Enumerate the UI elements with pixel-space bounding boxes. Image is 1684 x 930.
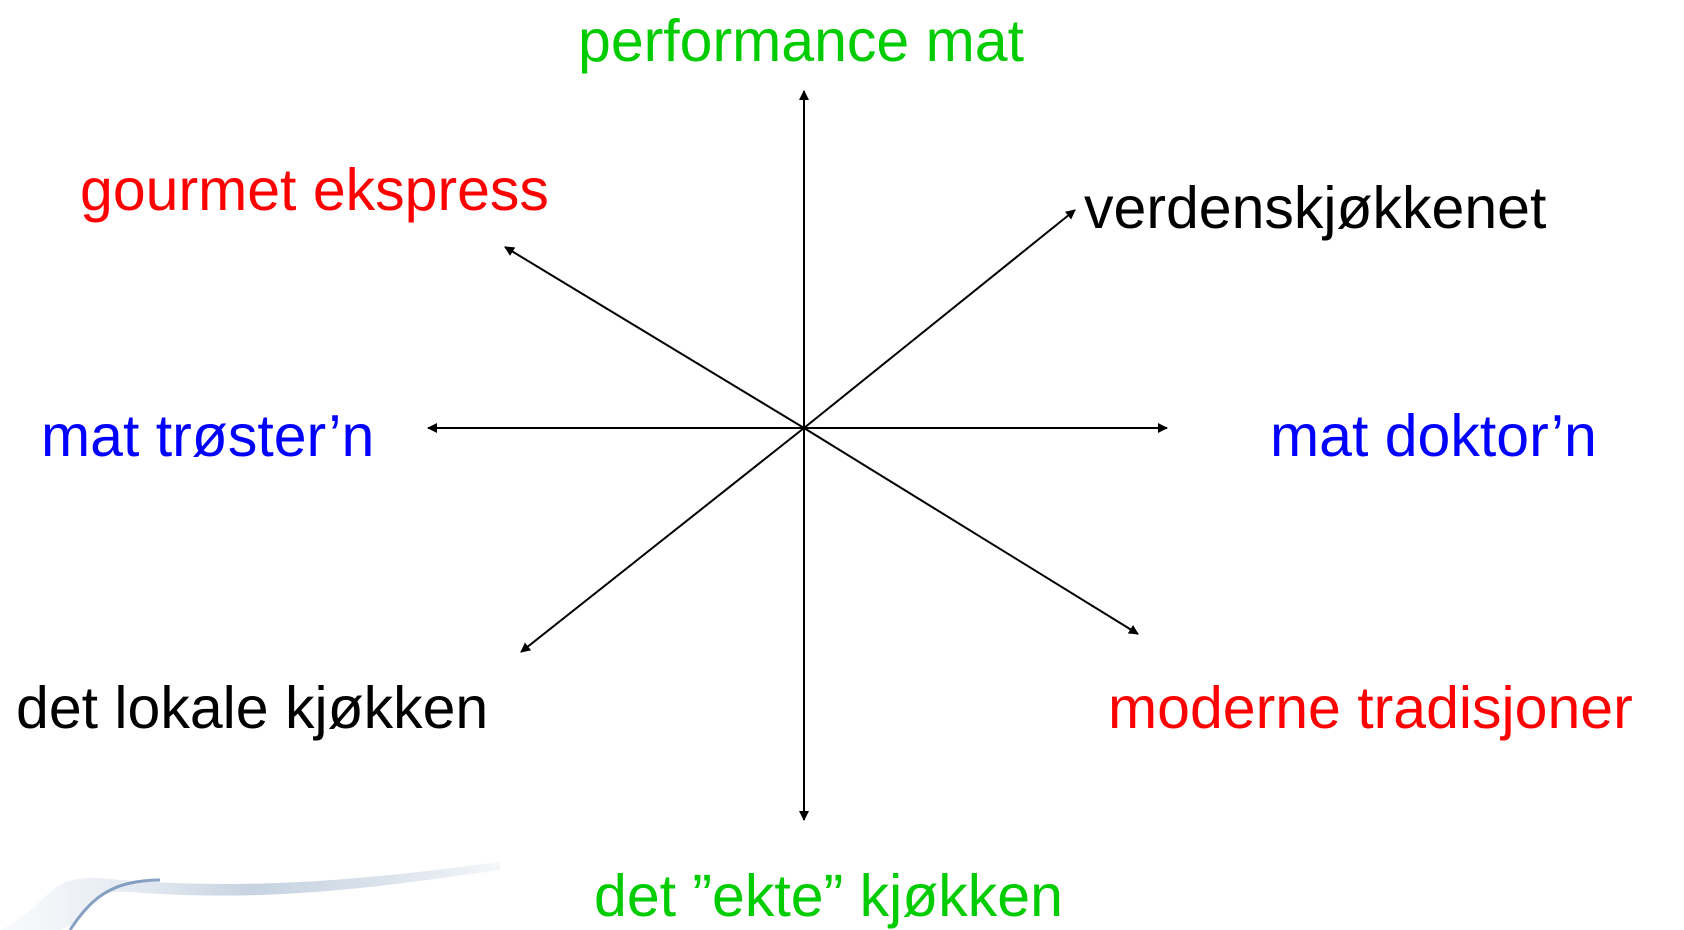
label-performance-mat: performance mat [578,8,1024,74]
label-mat-doktor: mat doktor’n [1270,403,1597,469]
decorative-swoosh [0,862,500,930]
arrow-up-right [803,209,1076,429]
arrow-down-right [803,427,1139,635]
label-verdenskjokkenet: verdenskjøkkenet [1084,175,1547,241]
label-det-lokale-kjokken: det lokale kjøkken [16,675,489,741]
arrow-up-left [504,246,805,429]
label-mat-troster: mat trøster’n [41,403,375,469]
arrow-down-left [520,427,805,653]
label-moderne-tradisjoner: moderne tradisjoner [1108,675,1633,741]
label-gourmet-ekspress: gourmet ekspress [80,157,549,223]
label-det-ekte-kjokken: det ”ekte” kjøkken [594,863,1063,929]
